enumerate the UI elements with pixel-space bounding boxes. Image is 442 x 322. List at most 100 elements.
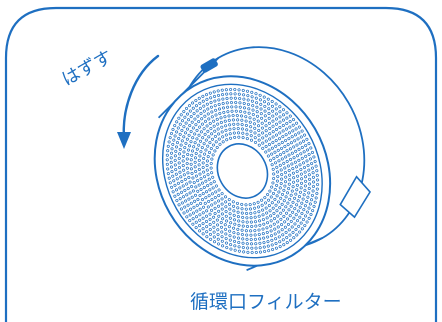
perforation-dot [208, 212, 212, 216]
perforation-dot [254, 242, 258, 246]
perforation-dot [295, 183, 299, 187]
perforation-dot [284, 195, 288, 199]
perforation-dot [250, 246, 254, 250]
perforation-dot [302, 208, 306, 212]
perforation-dot [202, 104, 206, 108]
perforation-dot [203, 114, 207, 118]
perforation-dot [189, 115, 193, 119]
perforation-dot [287, 169, 291, 173]
perforation-dot [244, 119, 248, 123]
perforation-dot [249, 134, 253, 138]
perforation-dot [228, 132, 232, 136]
perforation-dot [280, 202, 284, 206]
perforation-dot [228, 238, 232, 242]
perforation-dot [286, 191, 290, 195]
perforation-dot [200, 117, 204, 121]
perforation-dot [220, 235, 224, 239]
perforation-dot [183, 188, 187, 192]
perforation-dot [212, 220, 216, 224]
perforation-dot [237, 240, 241, 244]
perforation-dot [286, 201, 290, 205]
perforation-dot [270, 243, 274, 247]
perforation-dot [222, 110, 226, 114]
perforation-dot [185, 157, 189, 161]
perforation-dot [304, 144, 308, 148]
perforation-dot [274, 107, 278, 111]
perforation-dot [302, 161, 306, 165]
perforation-dot [254, 96, 258, 100]
perforation-dot [276, 220, 280, 224]
perforation-dot [232, 235, 236, 239]
perforation-dot [228, 229, 232, 233]
perforation-dot [191, 149, 195, 153]
perforation-dot [242, 97, 246, 101]
perforation-dot [300, 129, 304, 133]
perforation-dot [177, 116, 181, 120]
perforation-dot [204, 148, 208, 152]
perforation-dot [166, 172, 170, 176]
perforation-dot [251, 113, 255, 117]
perforation-dot [254, 92, 258, 96]
perforation-dot [210, 171, 214, 175]
perforation-dot [270, 185, 274, 189]
perforation-dot [258, 246, 262, 250]
perforation-dot [268, 137, 272, 141]
perforation-dot [248, 116, 252, 120]
perforation-dot [203, 175, 207, 179]
perforation-dot [205, 159, 209, 163]
perforation-dot [307, 173, 311, 177]
perforation-dot [252, 122, 256, 126]
perforation-dot [244, 123, 248, 127]
perforation-dot [220, 88, 224, 92]
perforation-dot [194, 193, 198, 197]
perforation-dot [224, 128, 228, 132]
perforation-dot [214, 184, 218, 188]
perforation-dot [167, 140, 171, 144]
perforation-dot [235, 201, 239, 205]
perforation-dot [209, 147, 213, 151]
perforation-dot [263, 249, 267, 253]
perforation-dot [234, 105, 238, 109]
perforation-dot [293, 207, 297, 211]
perforation-dot [304, 175, 308, 179]
perforation-dot [260, 121, 264, 125]
perforation-dot [253, 131, 257, 135]
perforation-dot [273, 227, 277, 231]
perforation-dot [205, 209, 209, 213]
perforation-dot [285, 127, 289, 131]
perforation-dot [183, 146, 187, 150]
perforation-dot [256, 119, 260, 123]
perforation-dot [291, 129, 295, 133]
perforation-dot [294, 213, 298, 217]
perforation-dot [190, 195, 194, 199]
perforation-dot [192, 112, 196, 116]
perforation-dot [240, 211, 244, 215]
perforation-dot [205, 102, 209, 106]
perforation-dot [249, 125, 253, 129]
perforation-dot [306, 195, 310, 199]
perforation-dot [173, 158, 177, 162]
perforation-dot [292, 145, 296, 149]
perforation-dot [269, 158, 273, 162]
perforation-dot [169, 156, 173, 160]
perforation-dot [240, 207, 244, 211]
perforation-dot [238, 101, 242, 105]
perforation-dot [308, 202, 312, 206]
perforation-dot [281, 129, 285, 133]
perforation-dot [274, 246, 278, 250]
perforation-dot [268, 127, 272, 131]
perforation-dot [268, 189, 272, 193]
perforation-dot [237, 92, 241, 96]
perforation-dot [197, 143, 201, 147]
perforation-dot [299, 135, 303, 139]
perforation-dot [299, 152, 303, 156]
perforation-dot [287, 131, 291, 135]
perforation-dot [265, 216, 269, 220]
perforation-dot [194, 123, 198, 127]
perforation-dot [298, 190, 302, 194]
perforation-dot [194, 104, 198, 108]
perforation-dot [271, 206, 275, 210]
perforation-dot [303, 204, 307, 208]
perforation-dot [212, 143, 216, 147]
perforation-dot [239, 110, 243, 114]
